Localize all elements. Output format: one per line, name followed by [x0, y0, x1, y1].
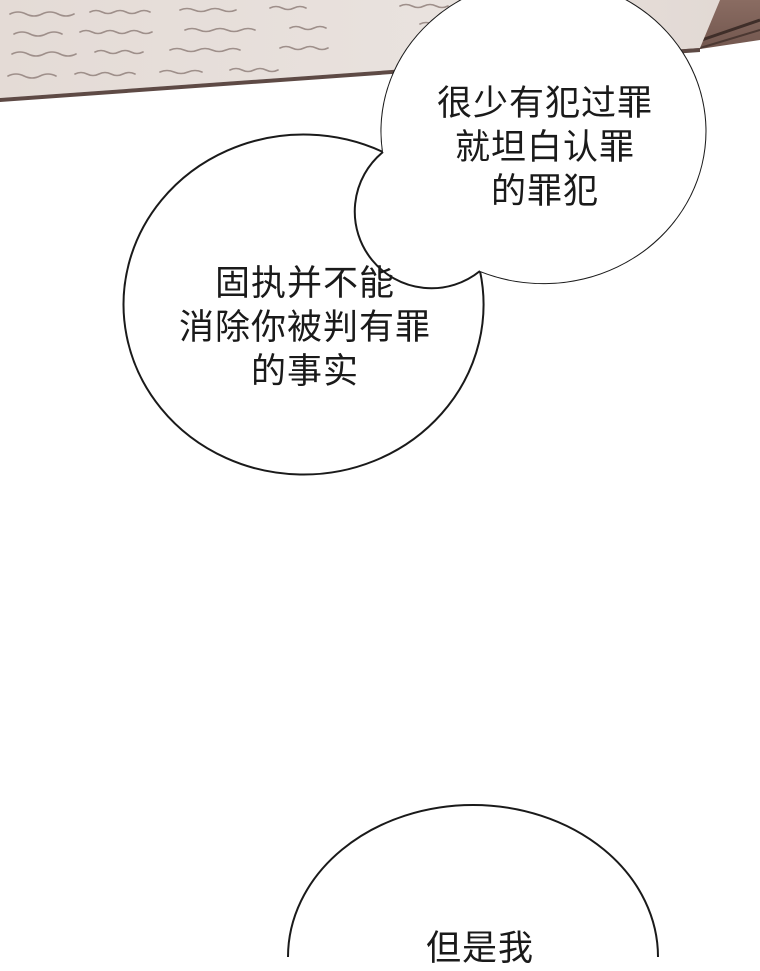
speech-bubble-3-outline — [287, 804, 659, 957]
bubble-2-line-1: 固执并不能 — [214, 264, 395, 304]
speech-bubble-2-text: 固执并不能 消除你被判有罪 的事实 — [160, 262, 450, 394]
speech-bubble-3-text: 但是我 — [380, 927, 580, 971]
bubble-1-line-1: 很少有犯过罪 — [436, 84, 653, 124]
speech-bubble-2-outline — [122, 133, 485, 476]
bubble-3-line-1: 但是我 — [425, 929, 534, 969]
bubble-2-line-2: 消除你被判有罪 — [178, 308, 431, 348]
bubble-1-line-2: 就坦白认罪 — [454, 128, 635, 168]
bubble-1-line-3: 的罪犯 — [490, 172, 599, 212]
speech-bubble-1-text: 很少有犯过罪 就坦白认罪 的罪犯 — [420, 82, 670, 214]
bubble-2-line-3: 的事实 — [250, 352, 359, 392]
